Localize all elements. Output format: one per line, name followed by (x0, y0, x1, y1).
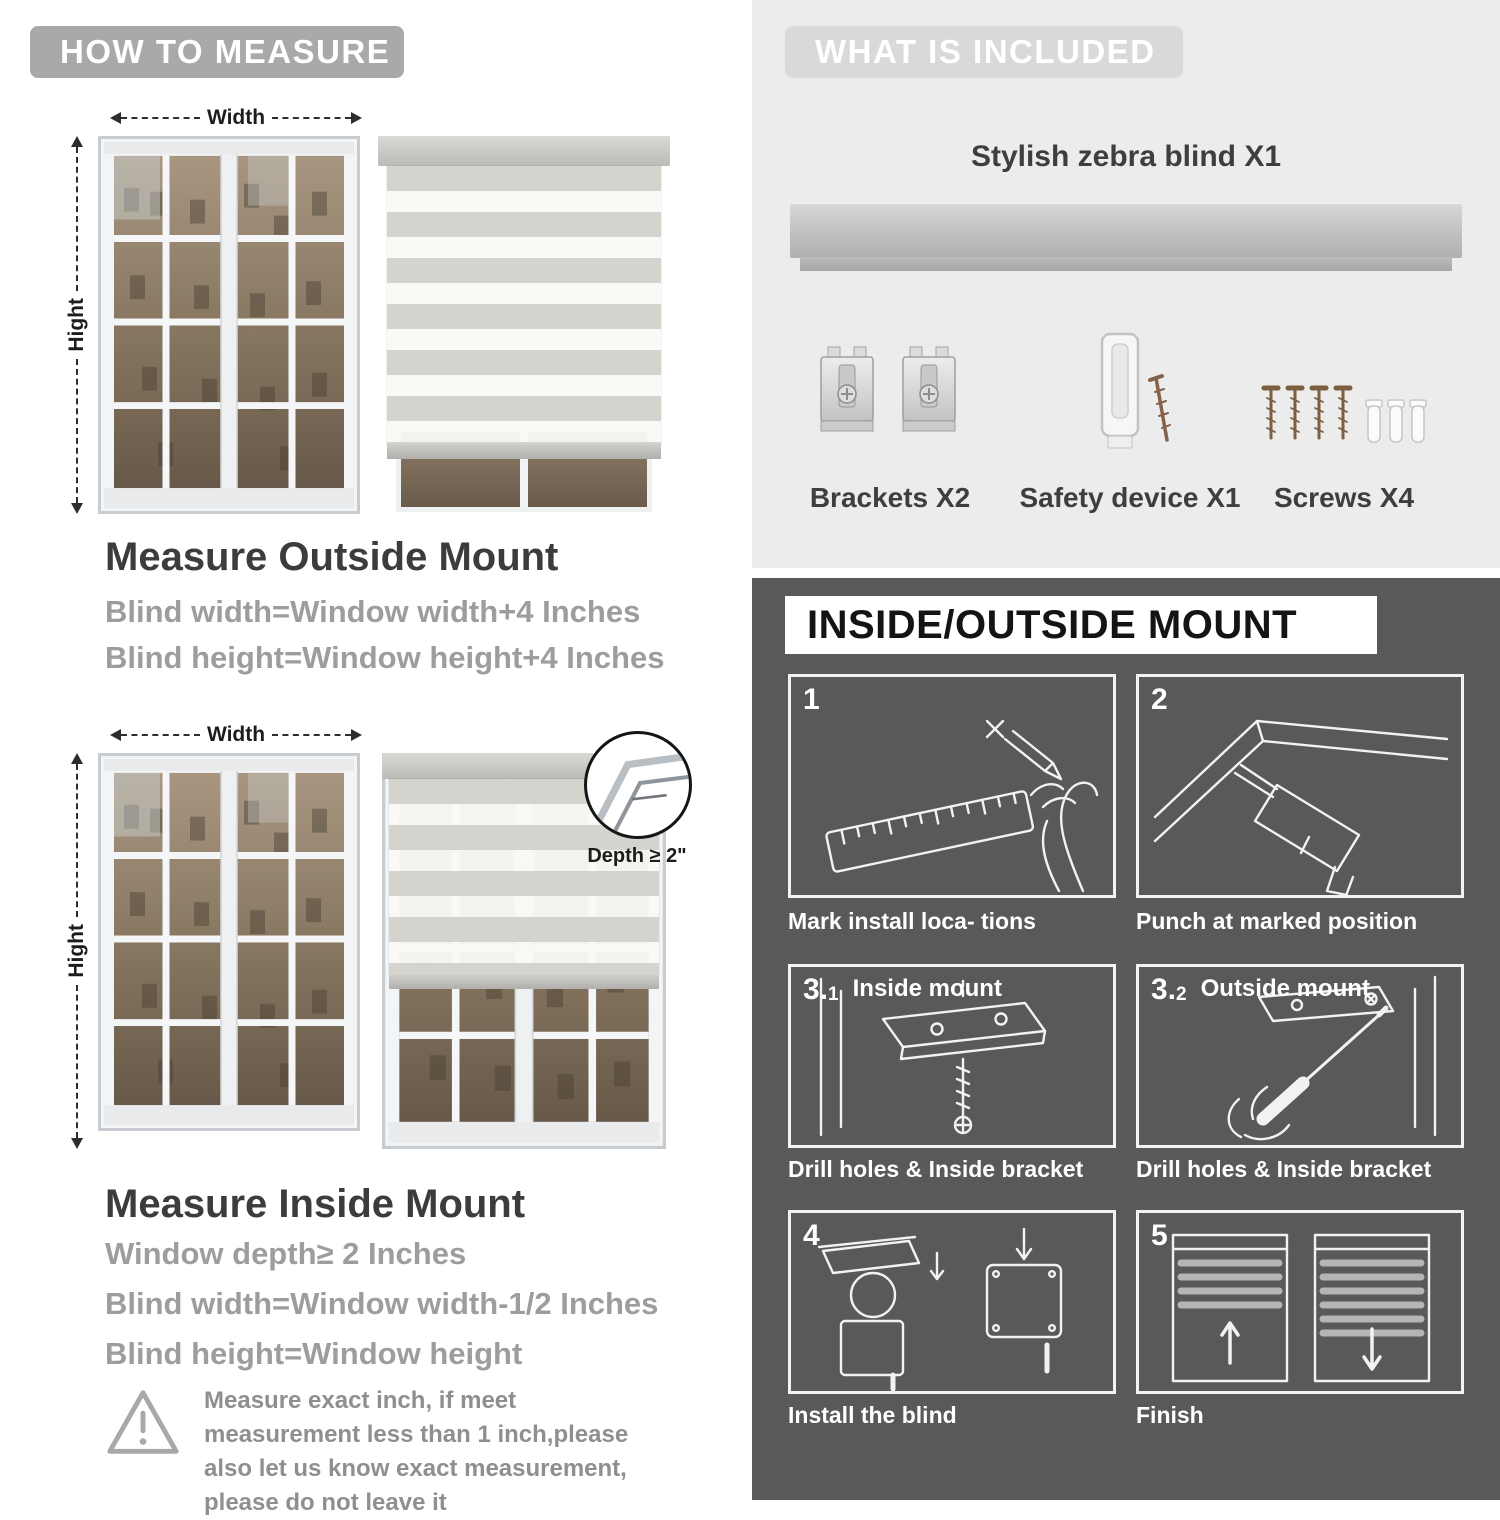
screws-icon (1261, 385, 1427, 443)
brackets-label: Brackets X2 (809, 482, 971, 513)
window-illustration (98, 753, 360, 1131)
blind-stripes (387, 166, 661, 444)
width-arrow: Width (110, 723, 362, 746)
window-corner-detail (591, 752, 689, 835)
step-caption: Install the blind (788, 1402, 957, 1428)
height-arrow: Hight (65, 136, 88, 514)
inside-mount-title: Measure Inside Mount (105, 1182, 526, 1226)
step-panel-1: 1 (788, 674, 1116, 898)
mark-locations-illustration (825, 719, 1099, 893)
mount-steps-section: INSIDE/OUTSIDE MOUNT 1 2 (752, 578, 1500, 1500)
blind-cassette (378, 136, 670, 166)
step-caption: Mark install loca- tions (788, 908, 1036, 934)
safety-device-icon (1100, 332, 1171, 449)
safety-device-label: Safety device X1 (1019, 482, 1241, 513)
outside-mount-title: Measure Outside Mount (105, 535, 559, 579)
arrow-down-icon (71, 503, 83, 514)
step-caption: Punch at marked position (1136, 908, 1418, 934)
step-number: 1 (803, 683, 820, 716)
step-panel-5: 5 (1136, 1210, 1464, 1394)
step-number: 3. (803, 973, 829, 1006)
headrail-illustration (790, 202, 1462, 271)
product-label: Stylish zebra blind X1 (970, 140, 1282, 173)
step-panel-2: 2 (1136, 674, 1464, 898)
mount-header: INSIDE/OUTSIDE MOUNT (785, 596, 1377, 654)
warning-icon (107, 1390, 179, 1454)
step-panel-3-1: 3.1 Inside mount (788, 964, 1116, 1148)
screws-icons (1258, 380, 1430, 452)
outside-mount-line-1: Blind width=Window width+4 Inches (105, 594, 641, 629)
arrow-left-icon (110, 112, 121, 124)
inside-bracket-illustration (819, 977, 1047, 1137)
blind-bottom-rail (387, 444, 661, 459)
install-blind-illustration (817, 1227, 1063, 1391)
finish-illustration (1171, 1233, 1431, 1383)
step-caption: Finish (1136, 1402, 1204, 1428)
step-caption: Drill holes & Inside bracket (1136, 1156, 1432, 1182)
zebra-blind-on-window-illustration (382, 753, 666, 1149)
arrow-left-icon (110, 729, 121, 741)
outside-mount-line-2: Blind height=Window height+4 Inches (105, 640, 665, 675)
step-panel-4: 4 (788, 1210, 1116, 1394)
step-number: 3. (1151, 973, 1177, 1006)
how-to-measure-section: HOW TO MEASURE Width Hight (0, 0, 750, 1516)
bracket-icon (820, 346, 874, 432)
screws-label: Screws X4 (1273, 482, 1415, 513)
width-arrow: Width (110, 106, 362, 129)
zebra-blind-illustration (378, 136, 670, 516)
arrow-right-icon (351, 112, 362, 124)
height-arrow: Hight (65, 753, 88, 1149)
inside-mount-line-3: Blind height=Window height (105, 1336, 523, 1371)
height-label: Hight (65, 924, 88, 978)
safety-device-icon-wrap (1074, 330, 1184, 456)
depth-label: Depth ≥ 2" (587, 845, 687, 867)
step-caption: Drill holes & Inside bracket (788, 1156, 1084, 1182)
width-label: Width (206, 723, 266, 746)
how-to-measure-header: HOW TO MEASURE (30, 26, 404, 78)
arrow-up-icon (71, 136, 83, 147)
width-label: Width (206, 106, 266, 129)
inside-mount-line-2: Blind width=Window width-1/2 Inches (105, 1286, 659, 1321)
step-number: 5 (1151, 1219, 1168, 1252)
what-is-included-header: WHAT IS INCLUDED (785, 26, 1183, 78)
step-title: Outside mount (1200, 975, 1370, 1003)
what-is-included-section: WHAT IS INCLUDED Stylish zebra blind X1 (752, 0, 1500, 568)
step-title: Inside mount (852, 975, 1002, 1003)
window-illustration (98, 136, 360, 514)
outside-bracket-illustration (1227, 975, 1437, 1141)
drill-illustration (1153, 719, 1449, 895)
step-panel-3-2: 3.2 Outside mount (1136, 964, 1464, 1148)
depth-callout-circle (584, 731, 692, 839)
blind-bottom-rail (389, 975, 659, 989)
inside-mount-line-1: Window depth≥ 2 Inches (105, 1236, 467, 1271)
step-number: 4 (803, 1219, 820, 1252)
arrow-right-icon (351, 729, 362, 741)
arrow-down-icon (71, 1138, 83, 1149)
arrow-up-icon (71, 753, 83, 764)
inside-mount-figure: Width Hight (65, 723, 710, 1165)
step-number: 2 (1151, 683, 1168, 716)
outside-mount-figure: Width Hight (65, 106, 682, 520)
brackets-icons (814, 344, 962, 436)
bracket-icon (902, 346, 956, 432)
height-label: Hight (65, 298, 88, 352)
